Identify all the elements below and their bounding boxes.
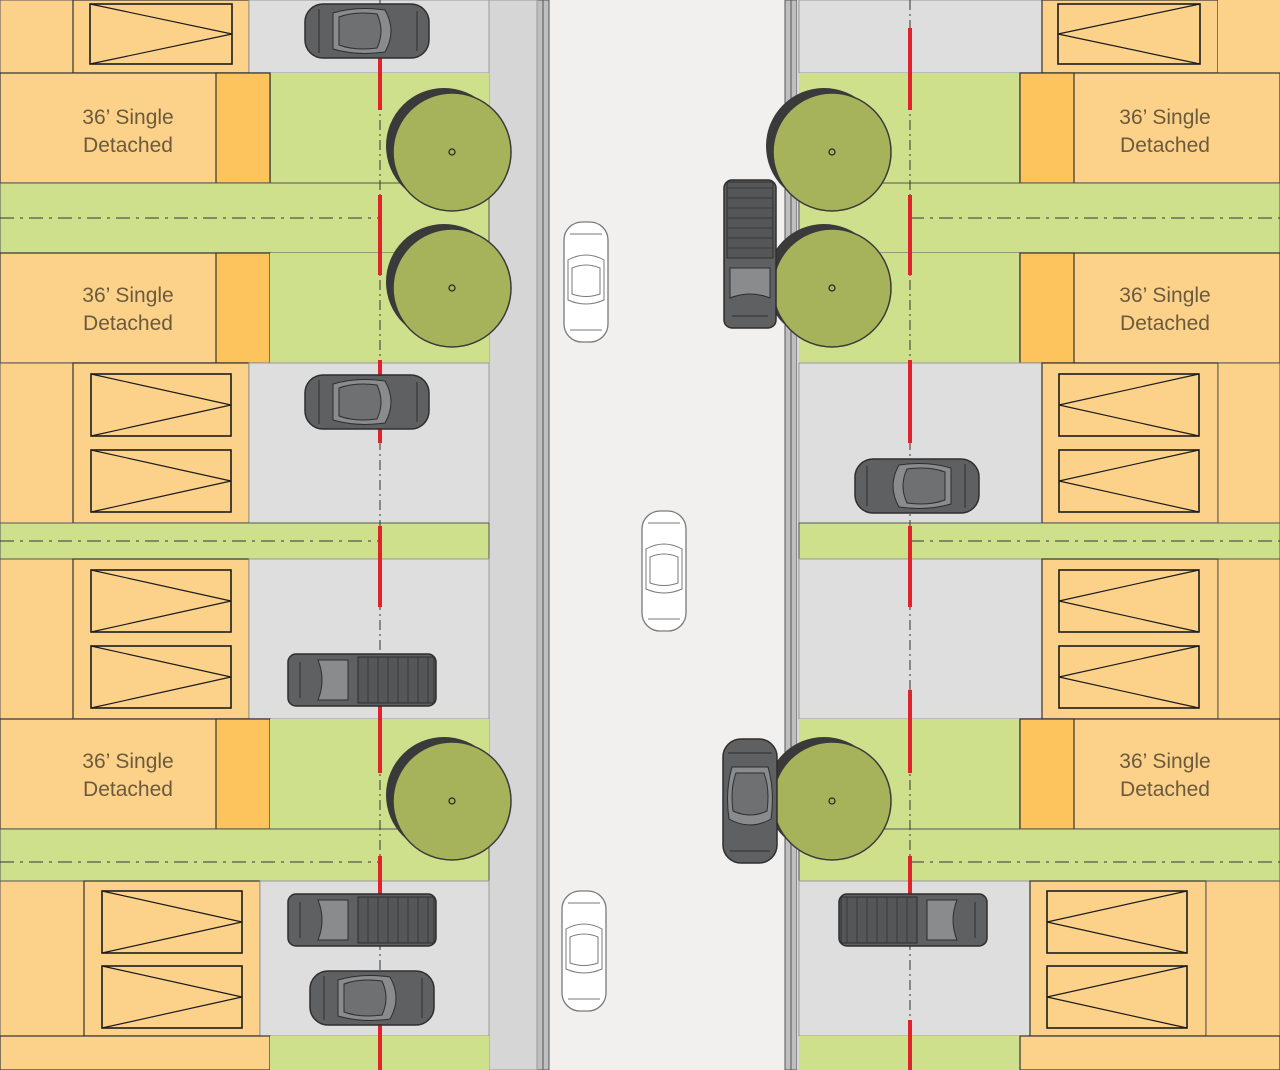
- lot-label: 36’ Single: [82, 750, 173, 773]
- car-outline-icon: [641, 510, 687, 632]
- car-icon: [304, 374, 430, 430]
- truck-icon: [287, 893, 437, 947]
- lot-label: Detached: [1120, 312, 1210, 335]
- truck-icon: [287, 653, 437, 707]
- lot-label: Detached: [1120, 134, 1210, 157]
- lot-label: Detached: [1120, 778, 1210, 801]
- lot-label: 36’ Single: [82, 284, 173, 307]
- lot-label: Detached: [83, 778, 173, 801]
- lot-labels: 36’ Single Detached 36’ Single Detached …: [82, 106, 1210, 801]
- lot-label: 36’ Single: [82, 106, 173, 129]
- truck-icon: [838, 893, 988, 947]
- car-icon: [854, 458, 980, 514]
- lot-label: 36’ Single: [1119, 750, 1210, 773]
- lot-label: Detached: [83, 312, 173, 335]
- lot-label: 36’ Single: [1119, 284, 1210, 307]
- sidewalk-right: [797, 0, 799, 1070]
- car-icon: [309, 970, 435, 1026]
- truck-icon: [723, 179, 777, 329]
- left-side: [0, 0, 490, 1070]
- car-icon: [722, 738, 778, 864]
- lot-label: 36’ Single: [1119, 106, 1210, 129]
- car-outline-icon: [563, 221, 609, 343]
- lot-label: Detached: [83, 134, 173, 157]
- car-outline-icon: [561, 890, 607, 1012]
- car-icon: [304, 3, 430, 59]
